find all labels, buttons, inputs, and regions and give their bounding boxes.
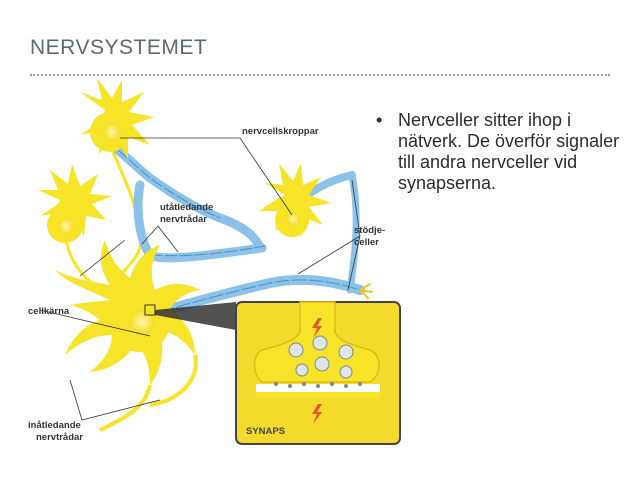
bullet-list: Nervceller sitter ihop i nätverk. De öve…	[376, 110, 626, 194]
neuron-left	[38, 164, 112, 292]
label-incoming-fibers-1: inåtledande	[28, 420, 81, 431]
neuron-center-right	[259, 163, 331, 237]
axon-main	[155, 274, 373, 317]
lightning-icon	[312, 404, 322, 424]
label-incoming-fibers-2: nervtrådar	[36, 432, 83, 443]
page-title: NERVSYSTEMET	[30, 36, 208, 59]
label-support-cells-1: stödje-	[354, 225, 385, 236]
synapse-label: SYNAPS	[246, 426, 285, 437]
lightning-icon	[312, 318, 322, 338]
zoom-wedge	[155, 302, 236, 330]
synapse-inset: SYNAPS	[235, 301, 401, 445]
label-outgoing-fibers-2: nervtrådar	[160, 214, 207, 225]
neuron-main	[55, 240, 200, 432]
title-divider	[30, 74, 610, 76]
label-nucleus: cellkärna	[28, 306, 70, 317]
leader-lines	[39, 137, 361, 421]
label-cell-bodies: nervcellskroppar	[242, 126, 319, 137]
label-outgoing-fibers-1: utåtledande	[160, 202, 213, 213]
label-support-cells-2: celler	[354, 237, 379, 248]
bullet-item: Nervceller sitter ihop i nätverk. De öve…	[376, 110, 626, 194]
neuron-top-left	[80, 78, 154, 159]
